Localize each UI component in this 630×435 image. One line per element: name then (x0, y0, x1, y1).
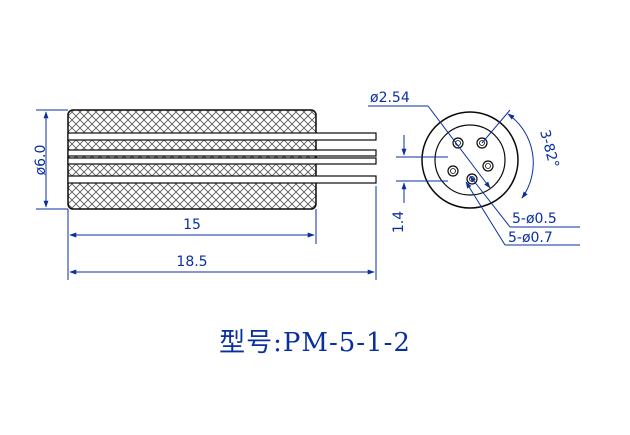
end-inner-circle (434, 124, 506, 196)
pin-hole-1 (452, 137, 464, 149)
end-view: ø2.54 3-82° 1.4 5-ø0.5 5-ø0.7 (368, 90, 580, 246)
spacing-dimension (396, 135, 448, 203)
pin-hole-leaders (465, 175, 580, 246)
length-15-dimension (67, 209, 317, 244)
pitch-label: ø2.54 (370, 90, 410, 106)
angle-dimension (481, 109, 534, 199)
model-caption: 型号:PM-5-1-2 (219, 328, 411, 358)
length-18-5-dimension (67, 186, 377, 280)
hole-label: 5-ø0.7 (508, 230, 553, 246)
pin-middle-upper (67, 149, 377, 157)
diameter-label: ø6.0 (33, 145, 49, 176)
pin-hole-4 (482, 160, 494, 172)
spacing-label: 1.4 (391, 211, 407, 233)
length-15-label: 15 (183, 217, 201, 233)
pitch-leader (368, 105, 491, 189)
pin-label: 5-ø0.5 (512, 211, 557, 227)
pin-hole-3 (447, 165, 459, 177)
pin-top (67, 132, 377, 141)
pins (67, 132, 377, 184)
length-18-5-label: 18.5 (176, 254, 207, 270)
side-view: ø6.0 15 18.5 (33, 109, 377, 280)
pin-bottom (67, 175, 377, 184)
angle-label: 3-82° (536, 128, 561, 170)
diameter-dimension (36, 109, 68, 210)
pin-middle-lower (67, 157, 377, 165)
